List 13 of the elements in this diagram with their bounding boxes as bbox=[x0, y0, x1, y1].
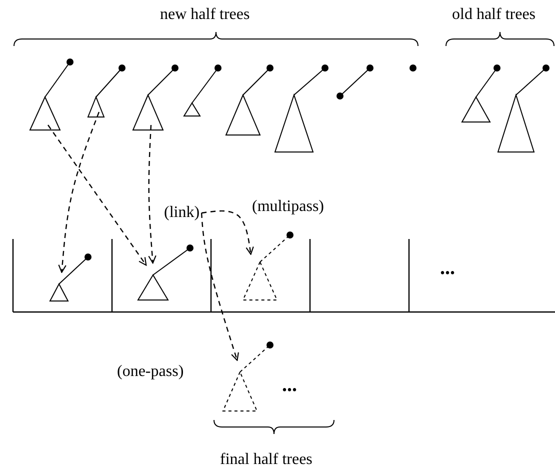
node-label: (link) bbox=[164, 204, 200, 222]
node-caption: (one-pass) bbox=[117, 364, 184, 380]
group-label: new half trees bbox=[160, 7, 250, 23]
group-label: old half trees bbox=[452, 7, 536, 23]
ellipsis: ... bbox=[282, 375, 297, 395]
dashed-arrow bbox=[58, 112, 100, 273]
dashed-arrow bbox=[201, 210, 254, 255]
node-caption: (multipass) bbox=[252, 199, 324, 215]
dashed-arrow bbox=[48, 124, 147, 266]
group-label: final half trees bbox=[220, 452, 312, 468]
dashed-arrow bbox=[148, 124, 156, 264]
ellipsis: ... bbox=[440, 258, 455, 278]
dashed-arrow bbox=[200, 212, 239, 361]
